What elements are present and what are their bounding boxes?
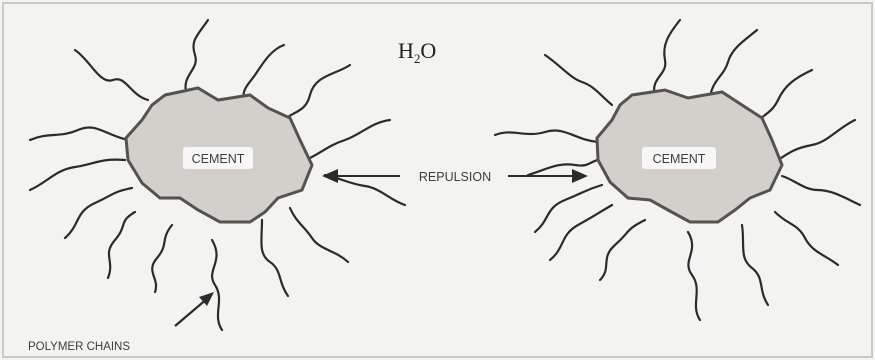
cement-label: CEMENT — [653, 152, 706, 166]
repulsion-label: REPULSION — [419, 170, 491, 184]
polymer-chains-label: POLYMER CHAINS — [28, 341, 130, 353]
water-formula-main: H — [398, 38, 414, 63]
cement-label: CEMENT — [192, 152, 245, 166]
water-formula-tail: O — [420, 38, 436, 63]
